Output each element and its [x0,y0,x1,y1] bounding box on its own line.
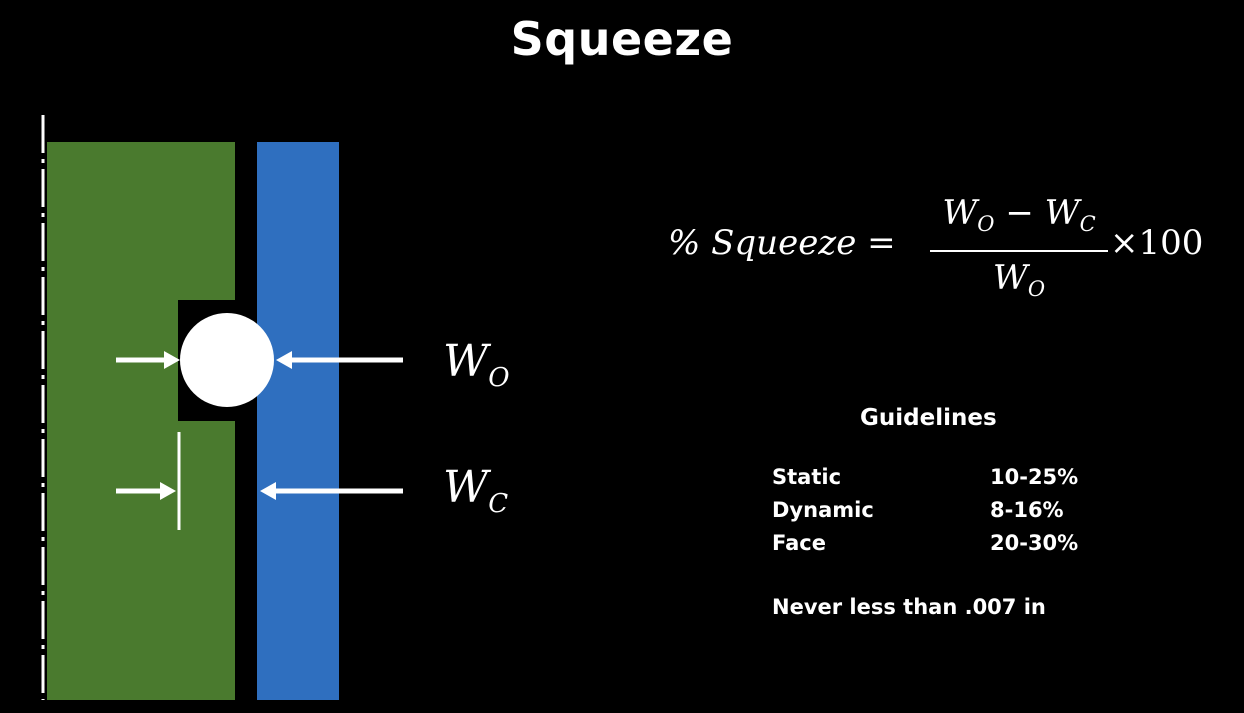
w-o-label-sub: O [488,363,510,393]
fraction-bar [930,250,1108,252]
w-o-label-base: W [443,336,489,387]
slide-title: Squeeze [510,12,734,66]
guideline-row-face: Face 20-30% [772,531,1132,564]
guidelines-rows: Static 10-25% Dynamic 8-16% Face 20-30% [772,465,1132,564]
guideline-row-static: Static 10-25% [772,465,1132,498]
numerator-a-sub: O [977,212,995,236]
squeeze-formula: % Squeeze = WO − WC WO ×100 [668,190,1228,301]
formula-denominator: WO [930,255,1108,312]
guideline-value: 10-25% [990,465,1079,489]
guideline-name: Static [772,465,842,489]
numerator-b-sub: C [1079,212,1096,236]
w-c-left-arrow [116,482,176,500]
guideline-value: 8-16% [990,498,1064,522]
numerator-b: W [1044,193,1080,233]
w-o-label: WO [443,340,510,393]
guideline-name: Dynamic [772,498,874,522]
mating-surface [257,142,339,700]
w-c-right-arrow [260,482,403,500]
numerator-a: W [942,193,978,233]
o-ring-cross-section [180,313,274,407]
numerator-minus: − [1005,193,1034,233]
w-o-right-arrow [276,351,403,369]
w-o-left-arrow [116,351,180,369]
formula-lhs: % Squeeze = [668,223,896,263]
w-c-label-sub: C [488,489,509,519]
guidelines-note: Never less than .007 in [772,595,1046,619]
guideline-row-dynamic: Dynamic 8-16% [772,498,1132,531]
formula-fraction: WO − WC WO [930,190,1108,312]
guidelines-title: Guidelines [860,405,997,431]
w-c-label: WC [443,466,509,519]
guideline-value: 20-30% [990,531,1079,555]
guideline-name: Face [772,531,826,555]
denominator-base: W [992,258,1028,298]
denominator-sub: O [1027,277,1046,301]
formula-multiplier: ×100 [1110,223,1204,263]
formula-numerator: WO − WC [930,190,1108,247]
w-c-label-base: W [443,462,489,513]
